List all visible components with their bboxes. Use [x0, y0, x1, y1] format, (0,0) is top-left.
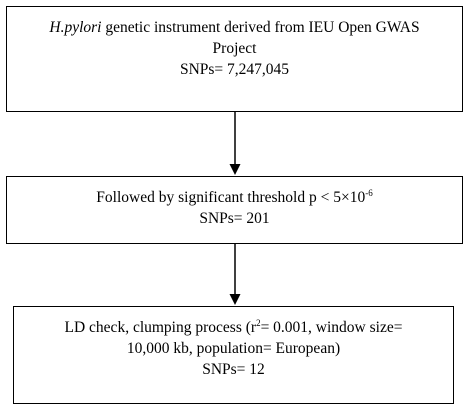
step-box-gwas-instrument: H.pylori genetic instrument derived from… [6, 6, 463, 112]
r-squared-exponent: 2 [256, 317, 261, 328]
threshold-text: Followed by significant threshold p < 5×… [96, 189, 366, 206]
ld-check-text-rest: = 0.001, window size= [260, 319, 403, 336]
flow-arrow-down-1 [229, 112, 241, 175]
step-box-ld-clumping-line1: LD check, clumping process (r2= 0.001, w… [14, 317, 453, 338]
step-box-gwas-instrument-line1: H.pylori genetic instrument derived from… [7, 17, 462, 38]
step-box-gwas-instrument-snp-count: SNPs= 7,247,045 [179, 61, 290, 78]
step-box-gwas-instrument-line1-text: genetic instrument derived from IEU Open… [101, 19, 420, 36]
step-box-gwas-instrument-line2: Project [212, 40, 257, 57]
step-box-significance-threshold: Followed by significant threshold p < 5×… [6, 176, 463, 244]
threshold-exponent: -6 [365, 187, 373, 198]
species-name: H.pylori [49, 19, 102, 36]
step-box-significance-threshold-snp-count: SNPs= 201 [199, 210, 270, 227]
step-box-significance-threshold-line1: Followed by significant threshold p < 5×… [7, 187, 462, 208]
step-box-ld-clumping-snp-count: SNPs= 12 [202, 361, 265, 378]
ld-check-text: LD check, clumping process (r [64, 319, 257, 336]
step-box-ld-clumping-line2: 10,000 kb, population= European) [126, 340, 341, 357]
step-box-ld-clumping: LD check, clumping process (r2= 0.001, w… [13, 306, 454, 404]
flow-arrow-down-2 [229, 244, 241, 305]
